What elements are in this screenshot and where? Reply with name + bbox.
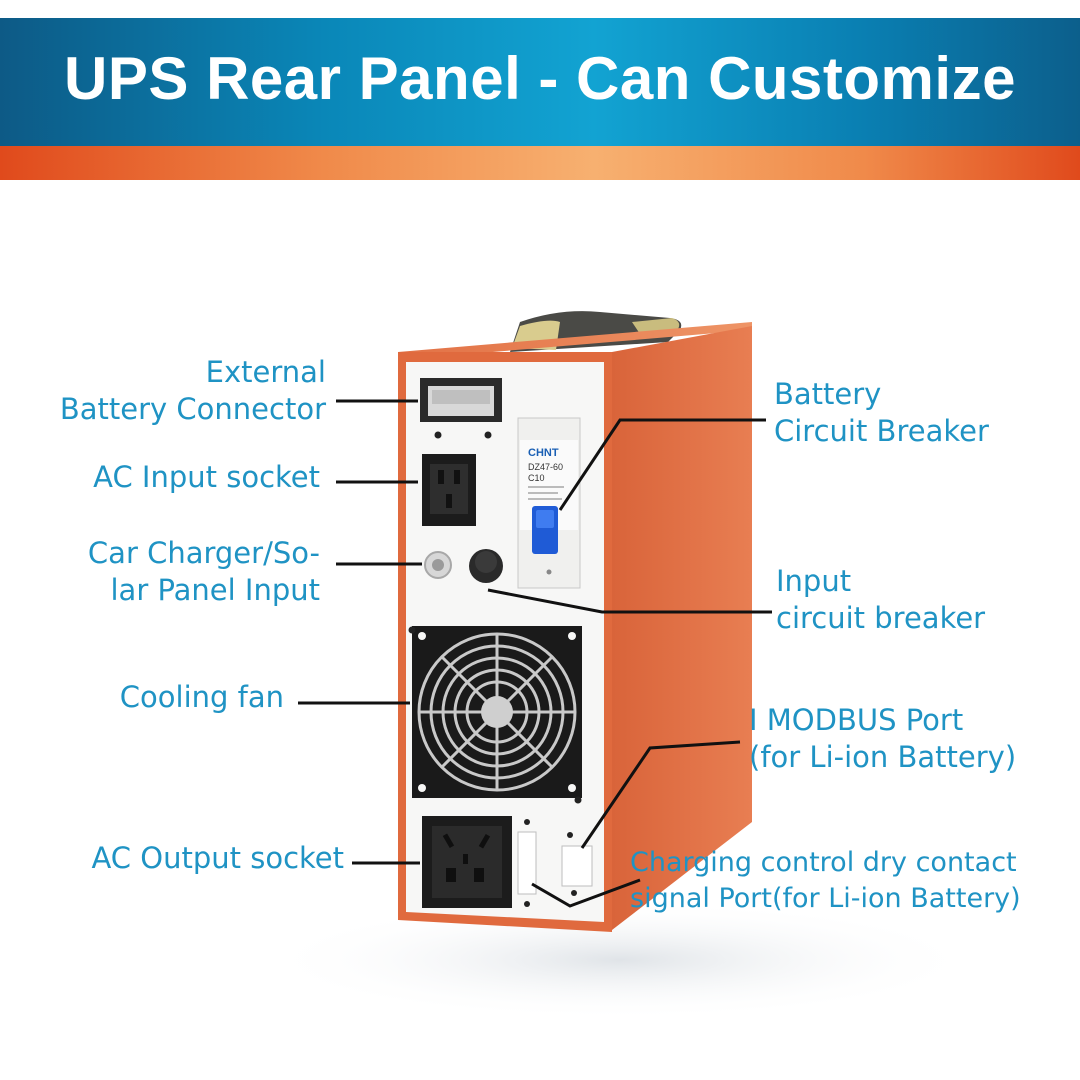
breaker-brand: CHNT: [528, 447, 559, 459]
leader-lines: [298, 399, 772, 908]
label-ac-output-socket: AC Output socket: [91, 841, 344, 875]
title-banner: [0, 18, 1080, 146]
cooling-fan: [412, 626, 582, 798]
label-battery-circuit-breaker: Battery Circuit Breaker: [774, 377, 989, 448]
input-circuit-breaker-knob: [469, 549, 503, 583]
external-battery-connector: [420, 378, 502, 422]
leader-input-breaker: [487, 588, 772, 614]
solar-input-connector: [424, 551, 452, 579]
device-top-face: [398, 322, 752, 360]
title-accent-stripe: [0, 146, 1080, 180]
modbus-port: [561, 845, 593, 887]
floor-shadow: [260, 900, 980, 1020]
leader-dry-contact: [531, 878, 641, 908]
label-modbus-port: I MODBUS Port (for Li-ion Battery): [749, 703, 1017, 774]
label-external-battery-connector: External Battery Connector: [59, 355, 326, 426]
battery-circuit-breaker: CHNT DZ47-60 C10: [517, 417, 581, 589]
leader-modbus: [580, 740, 741, 849]
label-car-charger-solar-input: Car Charger/So- lar Panel Input: [87, 536, 320, 607]
label-ac-input-socket: AC Input socket: [93, 460, 320, 494]
breaker-model: DZ47-60: [528, 462, 563, 472]
ac-output-socket: [422, 816, 512, 908]
label-dry-contact-port: Charging control dry contact signal Port…: [630, 847, 1021, 914]
leader-battery-breaker: [558, 418, 766, 511]
dry-contact-port: [517, 831, 537, 895]
label-cooling-fan: Cooling fan: [119, 680, 284, 714]
page-title: UPS Rear Panel - Can Customize: [64, 45, 1016, 112]
label-input-circuit-breaker: Input circuit breaker: [776, 564, 986, 635]
device-side-face: [612, 326, 752, 930]
ac-input-socket: [422, 454, 476, 526]
breaker-rating: C10: [528, 473, 545, 483]
